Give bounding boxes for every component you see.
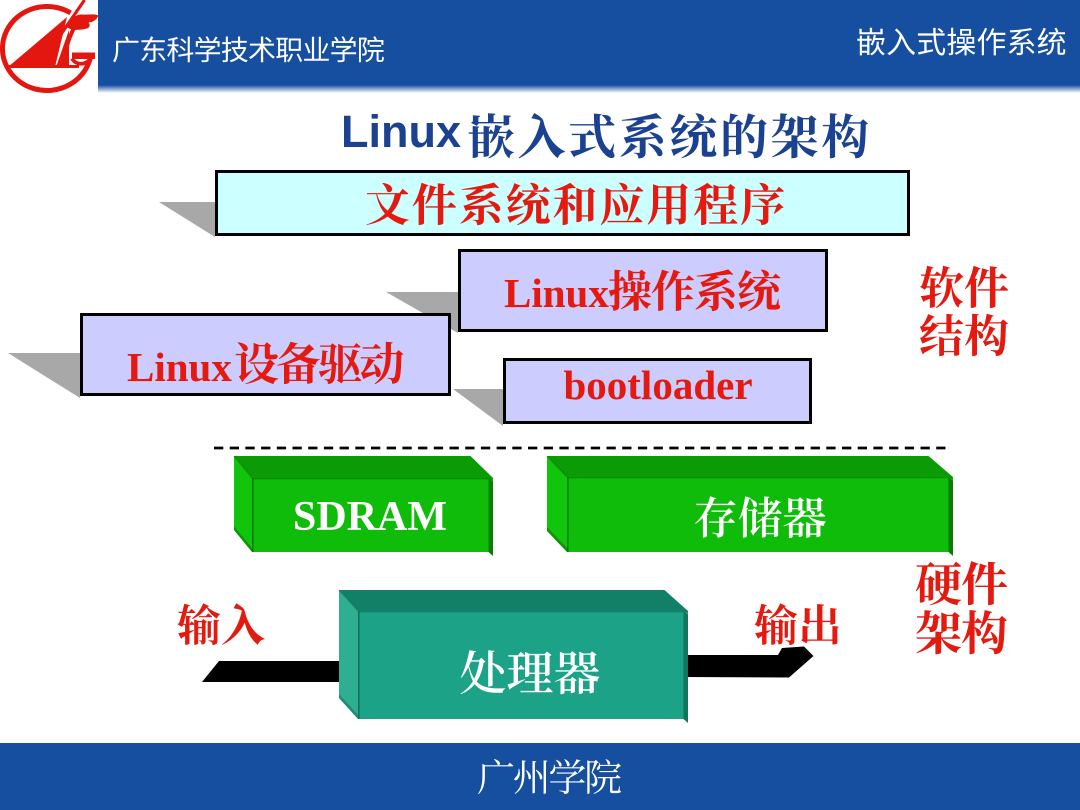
svg-text:SDRAM: SDRAM [293, 494, 447, 540]
svg-text:Linux: Linux [341, 106, 461, 157]
svg-text:Linux: Linux [504, 270, 609, 316]
svg-text:Linux: Linux [127, 344, 232, 390]
svg-text:bootloader: bootloader [563, 362, 752, 408]
